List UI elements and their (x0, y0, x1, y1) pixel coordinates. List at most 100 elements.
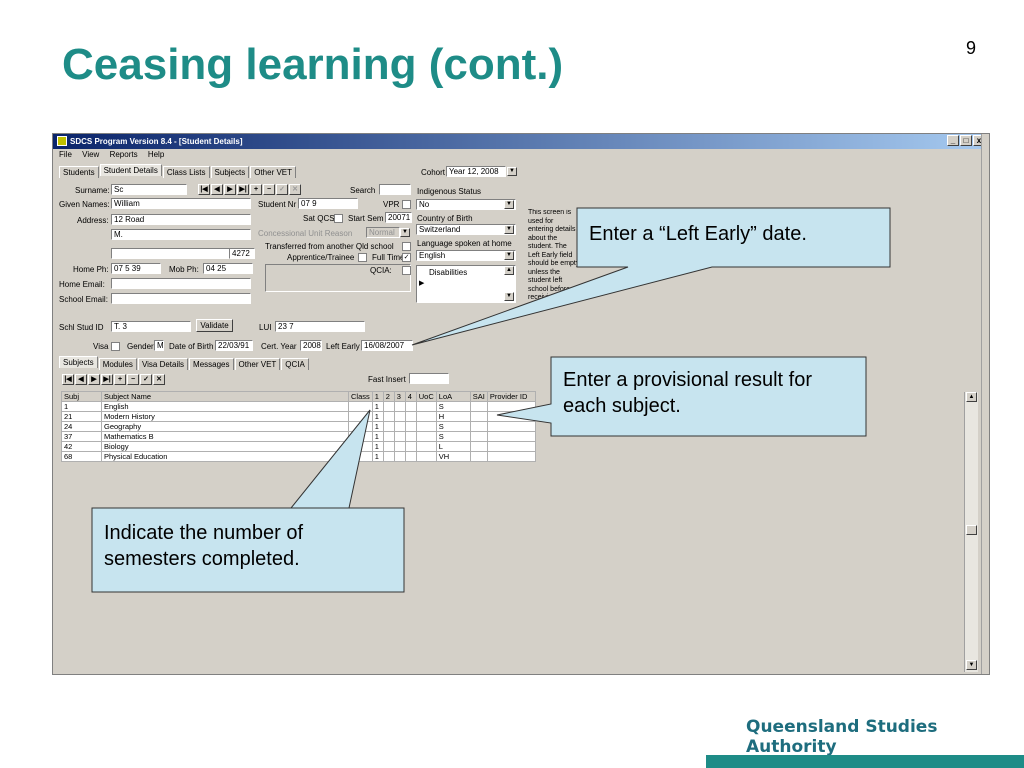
cell-loa[interactable]: S (435, 421, 471, 432)
cell-sem1[interactable]: 1 (371, 411, 384, 422)
schl-stud-id-field[interactable]: T. 3 (111, 321, 191, 332)
cell-subj[interactable]: 21 (61, 411, 102, 422)
school-email-field[interactable] (111, 293, 251, 304)
col-sem2[interactable]: 2 (382, 391, 395, 402)
given-names-field[interactable]: William (111, 198, 251, 209)
cell-provider-id[interactable] (486, 401, 536, 412)
cell-sem1[interactable]: 1 (371, 421, 384, 432)
last-record-icon[interactable]: ▶| (237, 184, 249, 195)
cell-class[interactable] (348, 451, 373, 462)
col-class[interactable]: Class (348, 391, 373, 402)
cancel-record-icon[interactable]: ✕ (289, 184, 301, 195)
postcode-field[interactable]: 4272 (229, 248, 255, 259)
first-record-icon[interactable]: |◀ (198, 184, 210, 195)
cell-sem1[interactable]: 1 (371, 441, 384, 452)
cell-sem3[interactable] (393, 411, 406, 422)
tab-messages[interactable]: Messages (189, 358, 234, 370)
tab-qcia[interactable]: QCIA (281, 358, 309, 370)
next-subject-icon[interactable]: ▶ (88, 374, 100, 385)
prev-subject-icon[interactable]: ◀ (75, 374, 87, 385)
gender-field[interactable]: M (154, 340, 164, 351)
menu-help[interactable]: Help (147, 150, 165, 159)
menu-file[interactable]: File (59, 150, 72, 159)
cell-uoc[interactable] (415, 451, 437, 462)
cell-sem2[interactable] (382, 401, 395, 412)
post-subject-icon[interactable]: ✓ (140, 374, 152, 385)
fast-insert-input[interactable] (409, 373, 449, 384)
country-select[interactable]: Switzerland (416, 224, 516, 235)
tab-other-vet-sub[interactable]: Other VET (234, 358, 281, 370)
cell-sem4[interactable] (404, 431, 417, 442)
cell-sem4[interactable] (404, 451, 417, 462)
cell-subj[interactable]: 1 (61, 401, 102, 412)
cell-provider-id[interactable] (486, 411, 536, 422)
cell-class[interactable] (348, 421, 373, 432)
tab-class-lists[interactable]: Class Lists (162, 166, 210, 178)
cell-loa[interactable]: VH (435, 451, 471, 462)
cell-sai[interactable] (469, 401, 488, 412)
last-subject-icon[interactable]: ▶| (101, 374, 113, 385)
cell-subject-name[interactable]: Mathematics B (101, 431, 349, 442)
cell-subj[interactable]: 68 (61, 451, 102, 462)
language-select[interactable]: English (416, 250, 516, 261)
start-sem-field[interactable]: 20071 (385, 212, 412, 223)
concessional-select[interactable]: Normal (366, 227, 400, 238)
cell-sem3[interactable] (393, 401, 406, 412)
col-subject-name[interactable]: Subject Name (101, 391, 349, 402)
cell-sem2[interactable] (382, 441, 395, 452)
cell-sem4[interactable] (404, 421, 417, 432)
grid-scrollbar[interactable]: ▲ ▼ (964, 392, 978, 672)
scroll-up-icon[interactable]: ▲ (966, 392, 977, 402)
home-ph-field[interactable]: 07 5 39 (111, 263, 161, 274)
col-sai[interactable]: SAI (469, 391, 488, 402)
cell-sem4[interactable] (404, 441, 417, 452)
cell-subject-name[interactable]: Biology (101, 441, 349, 452)
col-sem4[interactable]: 4 (404, 391, 417, 402)
cell-uoc[interactable] (415, 401, 437, 412)
cell-subject-name[interactable]: English (101, 401, 349, 412)
concessional-dropdown-icon[interactable]: ▼ (400, 228, 410, 237)
cell-sem4[interactable] (404, 401, 417, 412)
menu-reports[interactable]: Reports (109, 150, 138, 159)
cell-class[interactable] (348, 441, 373, 452)
cell-subj[interactable]: 37 (61, 431, 102, 442)
cell-sem2[interactable] (382, 421, 395, 432)
student-nr-field[interactable]: 07 9 (298, 198, 358, 209)
disabilities-scroll-up-icon[interactable]: ▲ (504, 266, 514, 275)
validate-button[interactable]: Validate (196, 319, 233, 332)
col-uoc[interactable]: UoC (415, 391, 437, 402)
cell-uoc[interactable] (415, 441, 437, 452)
left-early-field[interactable]: 16/08/2007 (361, 340, 413, 351)
tab-student-details[interactable]: Student Details (99, 164, 162, 176)
vpr-checkbox[interactable] (402, 200, 411, 209)
apprentice-checkbox[interactable] (358, 253, 367, 262)
add-subject-icon[interactable]: + (114, 374, 126, 385)
mob-ph-field[interactable]: 04 25 (203, 263, 253, 274)
window-scrollbar[interactable] (981, 134, 989, 674)
cell-sai[interactable] (469, 431, 488, 442)
delete-record-icon[interactable]: − (263, 184, 275, 195)
sat-qcs-checkbox[interactable] (334, 214, 343, 223)
cell-subj[interactable]: 42 (61, 441, 102, 452)
visa-checkbox[interactable] (111, 342, 120, 351)
cell-uoc[interactable] (415, 431, 437, 442)
cell-sem2[interactable] (382, 411, 395, 422)
tab-modules[interactable]: Modules (98, 358, 137, 370)
minimize-icon[interactable]: _ (947, 135, 959, 146)
cell-subject-name[interactable]: Physical Education (101, 451, 349, 462)
cell-subject-name[interactable]: Modern History (101, 411, 349, 422)
prev-record-icon[interactable]: ◀ (211, 184, 223, 195)
col-sem3[interactable]: 3 (393, 391, 406, 402)
cell-uoc[interactable] (415, 421, 437, 432)
home-email-field[interactable] (111, 278, 251, 289)
cell-subject-name[interactable]: Geography (101, 421, 349, 432)
scroll-down-icon[interactable]: ▼ (966, 660, 977, 670)
cert-year-field[interactable]: 2008 (300, 340, 322, 351)
indigenous-select[interactable]: No (416, 199, 516, 210)
cell-sem4[interactable] (404, 411, 417, 422)
cell-uoc[interactable] (415, 411, 437, 422)
tab-visa-details[interactable]: Visa Details (137, 358, 189, 370)
